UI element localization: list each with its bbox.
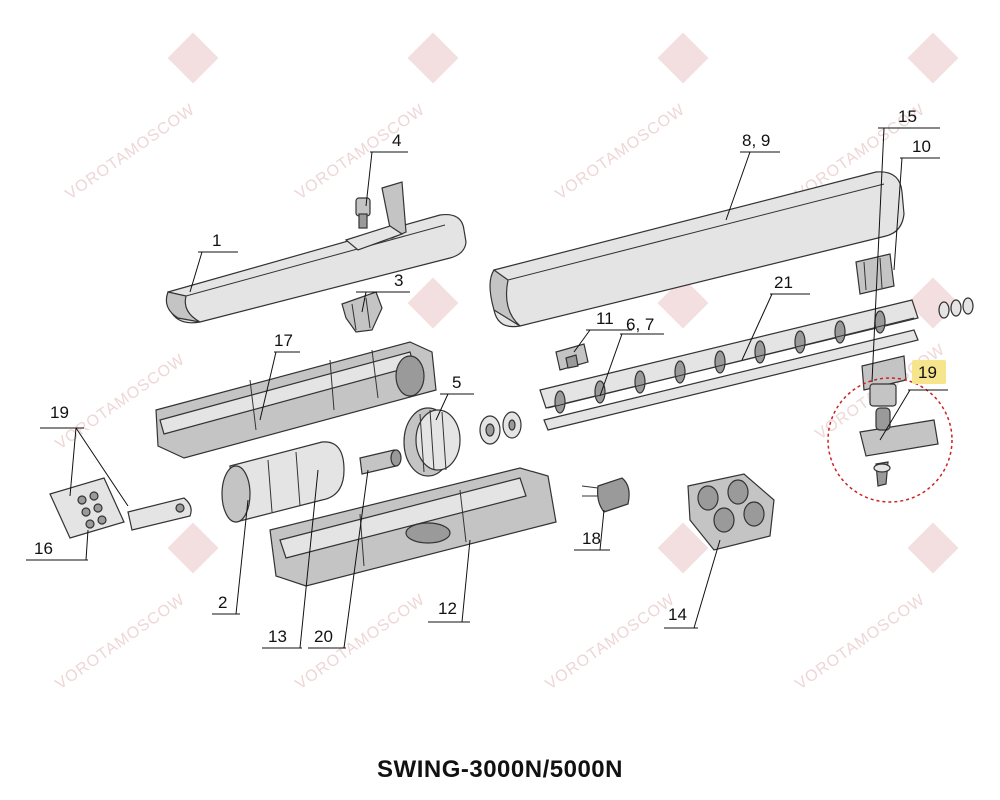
- highlight-circle: [827, 377, 953, 503]
- watermark-text: VOROTAMOSCOW: [53, 591, 189, 693]
- watermark-text: VOROTAMOSCOW: [293, 591, 429, 693]
- diagram-title: SWING-3000N/5000N: [377, 756, 623, 783]
- part-8-9-main-cover: [489, 171, 905, 328]
- label-part-16: 16: [34, 539, 53, 558]
- label-part-17: 17: [274, 331, 293, 350]
- part-18-capacitor: [581, 477, 630, 513]
- part-17-housing: [155, 341, 437, 459]
- label-part-14: 14: [668, 605, 687, 624]
- label-part-21: 21: [774, 273, 793, 292]
- label-part-19-left: 19: [50, 403, 69, 422]
- label-part-2: 2: [218, 593, 227, 612]
- bearings: [479, 411, 522, 445]
- part-2-motor: [221, 441, 345, 523]
- label-part-15: 15: [898, 107, 917, 126]
- part-14-roller-block: [687, 473, 775, 551]
- label-part-3: 3: [394, 271, 403, 290]
- part-4-bracket: [344, 181, 407, 251]
- part-5-gear: [403, 407, 461, 477]
- label-part-13: 13: [268, 627, 287, 646]
- part-16-plate: [49, 477, 125, 539]
- part-1-end-cover: [165, 213, 467, 324]
- label-part-8-9: 8, 9: [742, 131, 770, 150]
- part-20-coupling: [359, 449, 402, 475]
- label-part-19-right: 19: [918, 363, 937, 382]
- label-part-10: 10: [912, 137, 931, 156]
- watermark-text: VOROTAMOSCOW: [553, 101, 689, 203]
- part-labels: 1 4 3 8, 9 15 10 21 11 6, 7 17 5 19 19 1…: [34, 107, 937, 646]
- label-part-5: 5: [452, 373, 461, 392]
- label-part-18: 18: [582, 529, 601, 548]
- part-21-screw-rail: [539, 299, 919, 431]
- label-part-1: 1: [212, 231, 221, 250]
- label-part-11: 11: [596, 309, 614, 328]
- label-part-4: 4: [392, 131, 401, 150]
- watermark-text: VOROTAMOSCOW: [793, 591, 929, 693]
- part-19-arm-left: [127, 497, 192, 531]
- watermark-text: VOROTAMOSCOW: [293, 101, 429, 203]
- part-11-nut: [555, 343, 589, 371]
- watermark-text: VOROTAMOSCOW: [543, 591, 679, 693]
- label-part-12: 12: [438, 599, 457, 618]
- part-21-washers: [938, 297, 974, 319]
- part-15-10-brackets: [855, 253, 907, 391]
- part-12-base: [269, 467, 557, 587]
- label-part-6-7: 6, 7: [626, 315, 654, 334]
- label-19-highlight: [912, 360, 946, 384]
- part-19-bracket-right: [827, 377, 953, 503]
- watermark-text: VOROTAMOSCOW: [63, 101, 199, 203]
- label-part-20: 20: [314, 627, 333, 646]
- leader-lines: [26, 127, 948, 649]
